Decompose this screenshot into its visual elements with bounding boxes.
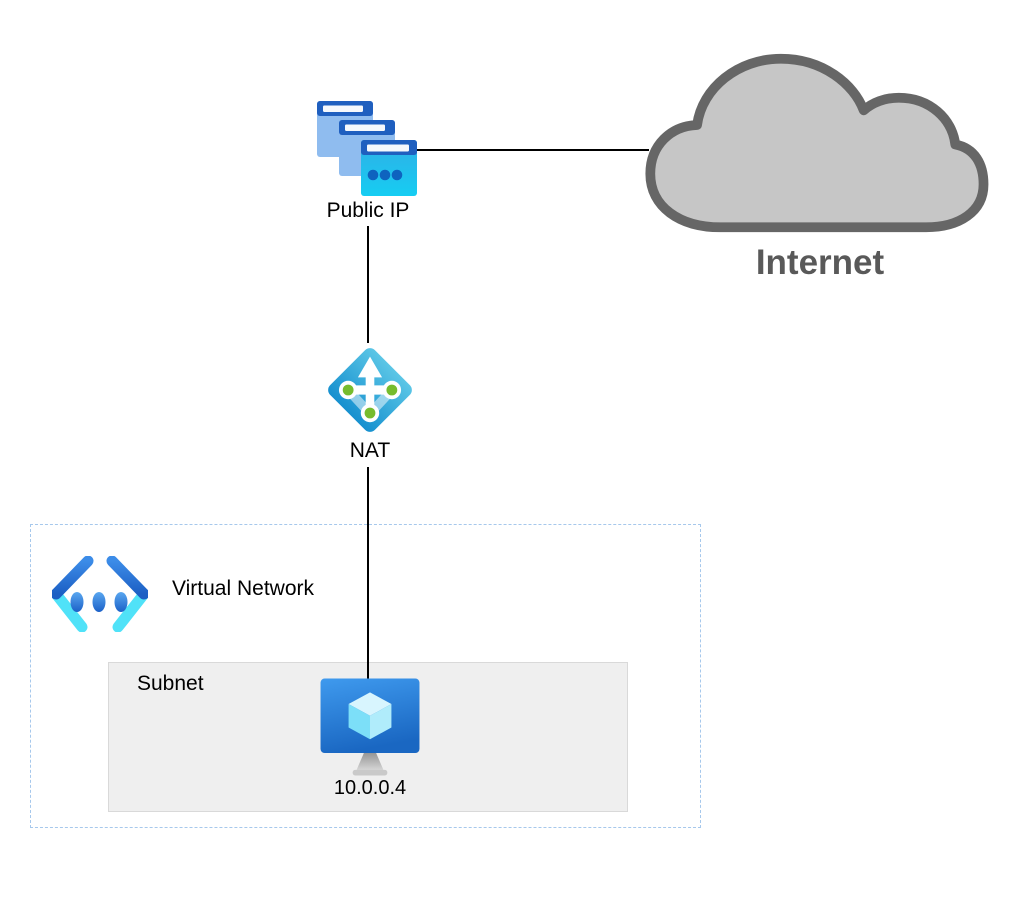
connector-publicip-nat bbox=[367, 226, 369, 343]
virtual-machine-icon bbox=[320, 678, 420, 776]
internet-cloud-icon bbox=[645, 53, 989, 233]
subnet-label: Subnet bbox=[137, 672, 204, 695]
public-ip-icon bbox=[317, 101, 417, 196]
internet-label: Internet bbox=[755, 243, 885, 282]
nat-gateway-icon bbox=[328, 348, 412, 432]
connector-publicip-internet bbox=[416, 149, 649, 151]
public-ip-label: Public IP bbox=[326, 199, 410, 222]
vm-ip-label: 10.0.0.4 bbox=[333, 777, 407, 799]
nat-label: NAT bbox=[349, 439, 391, 462]
virtual-network-boundary bbox=[30, 524, 701, 828]
connector-nat-vm bbox=[367, 467, 369, 679]
virtual-network-label: Virtual Network bbox=[172, 577, 314, 600]
virtual-network-icon bbox=[52, 556, 148, 632]
